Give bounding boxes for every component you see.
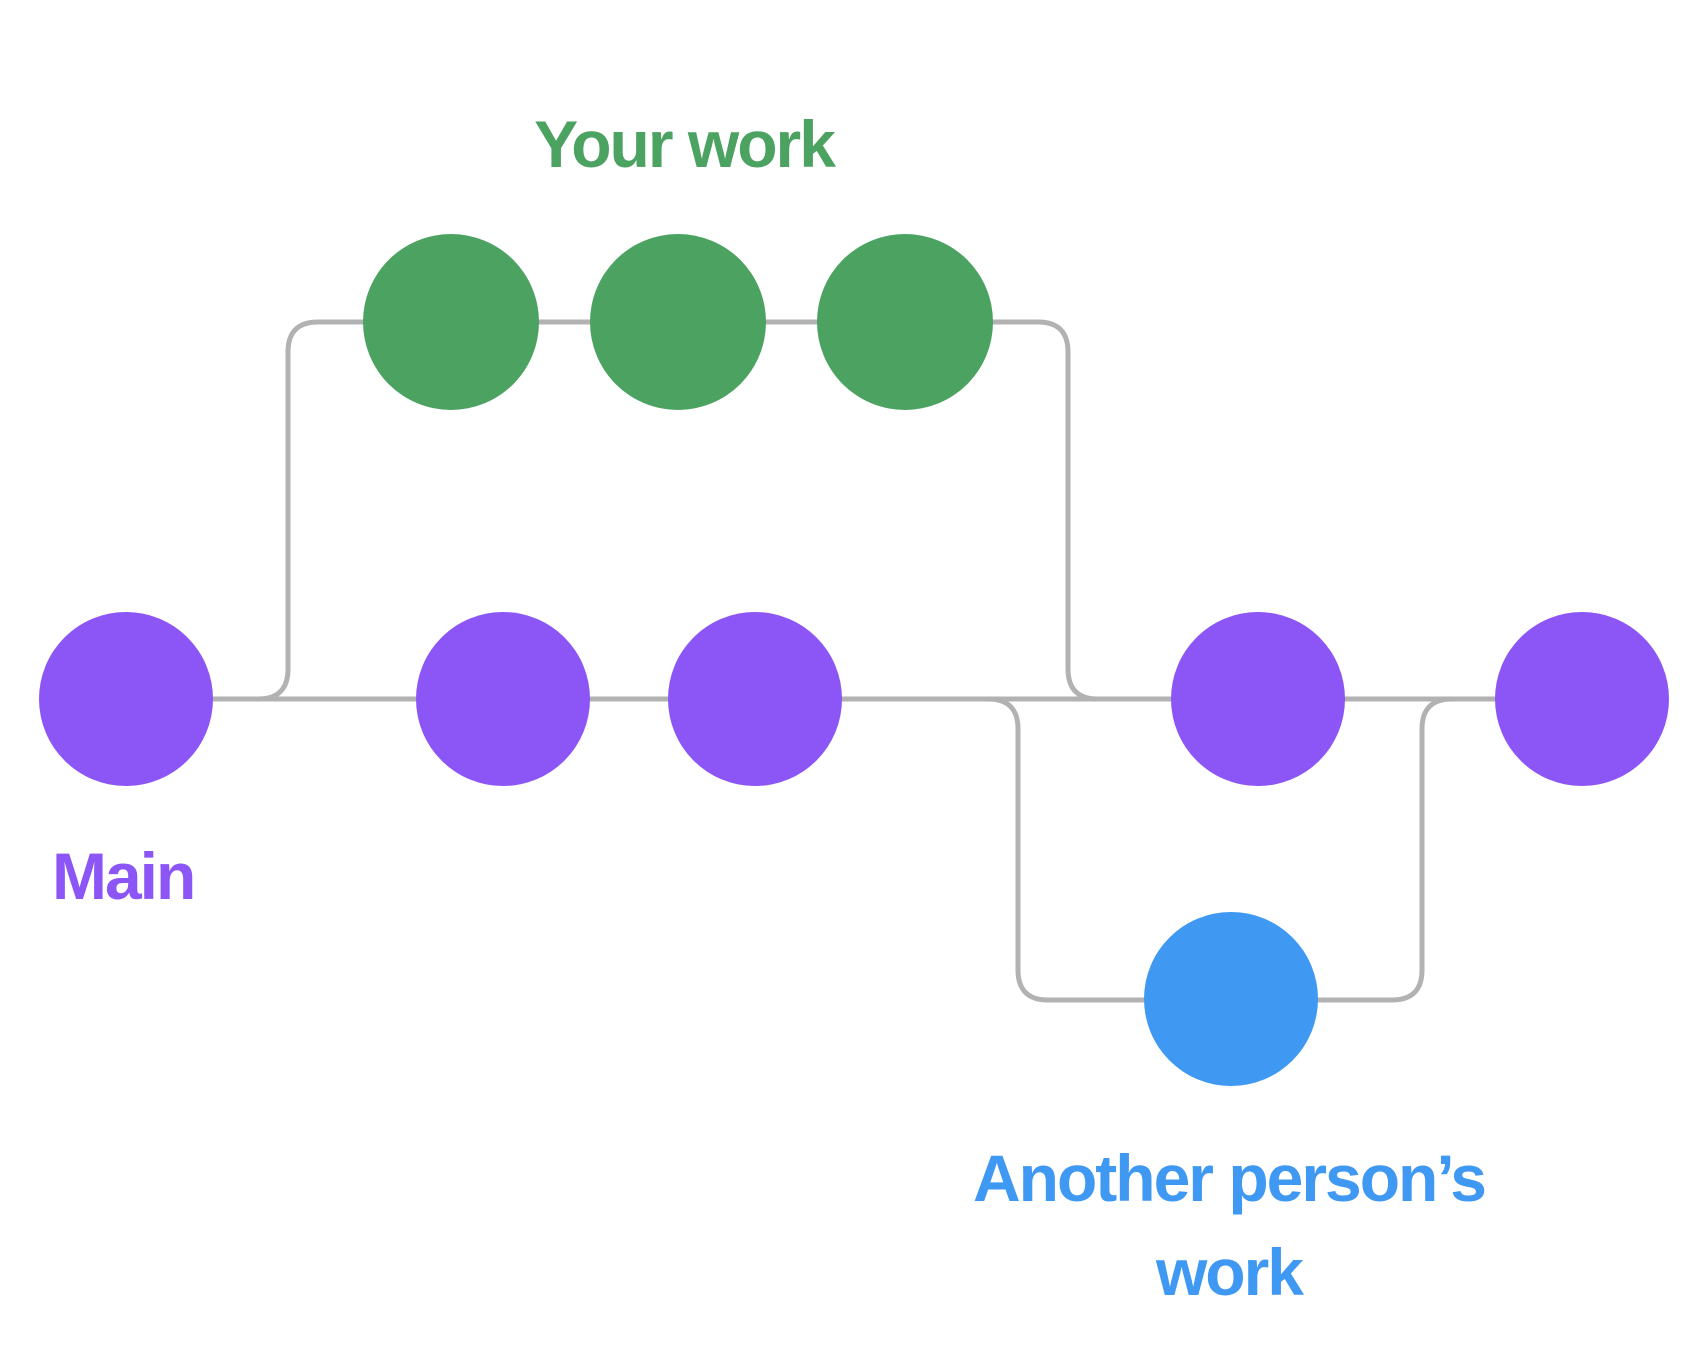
commit-node-main-4: [1171, 612, 1345, 786]
commit-node-main-5: [1495, 612, 1669, 786]
main-branch-label: Main: [52, 839, 196, 913]
commit-node-your-work-1: [363, 234, 539, 410]
another-person-branch-label: Another person’s work: [973, 1141, 1487, 1309]
commit-node-main-2: [416, 612, 590, 786]
commit-node-main-3: [668, 612, 842, 786]
commit-node-another-person-1: [1144, 912, 1318, 1086]
commit-node-your-work-2: [590, 234, 766, 410]
commit-node-your-work-3: [817, 234, 993, 410]
commit-node-main-1: [39, 612, 213, 786]
your-work-branch-label: Your work: [534, 107, 836, 181]
